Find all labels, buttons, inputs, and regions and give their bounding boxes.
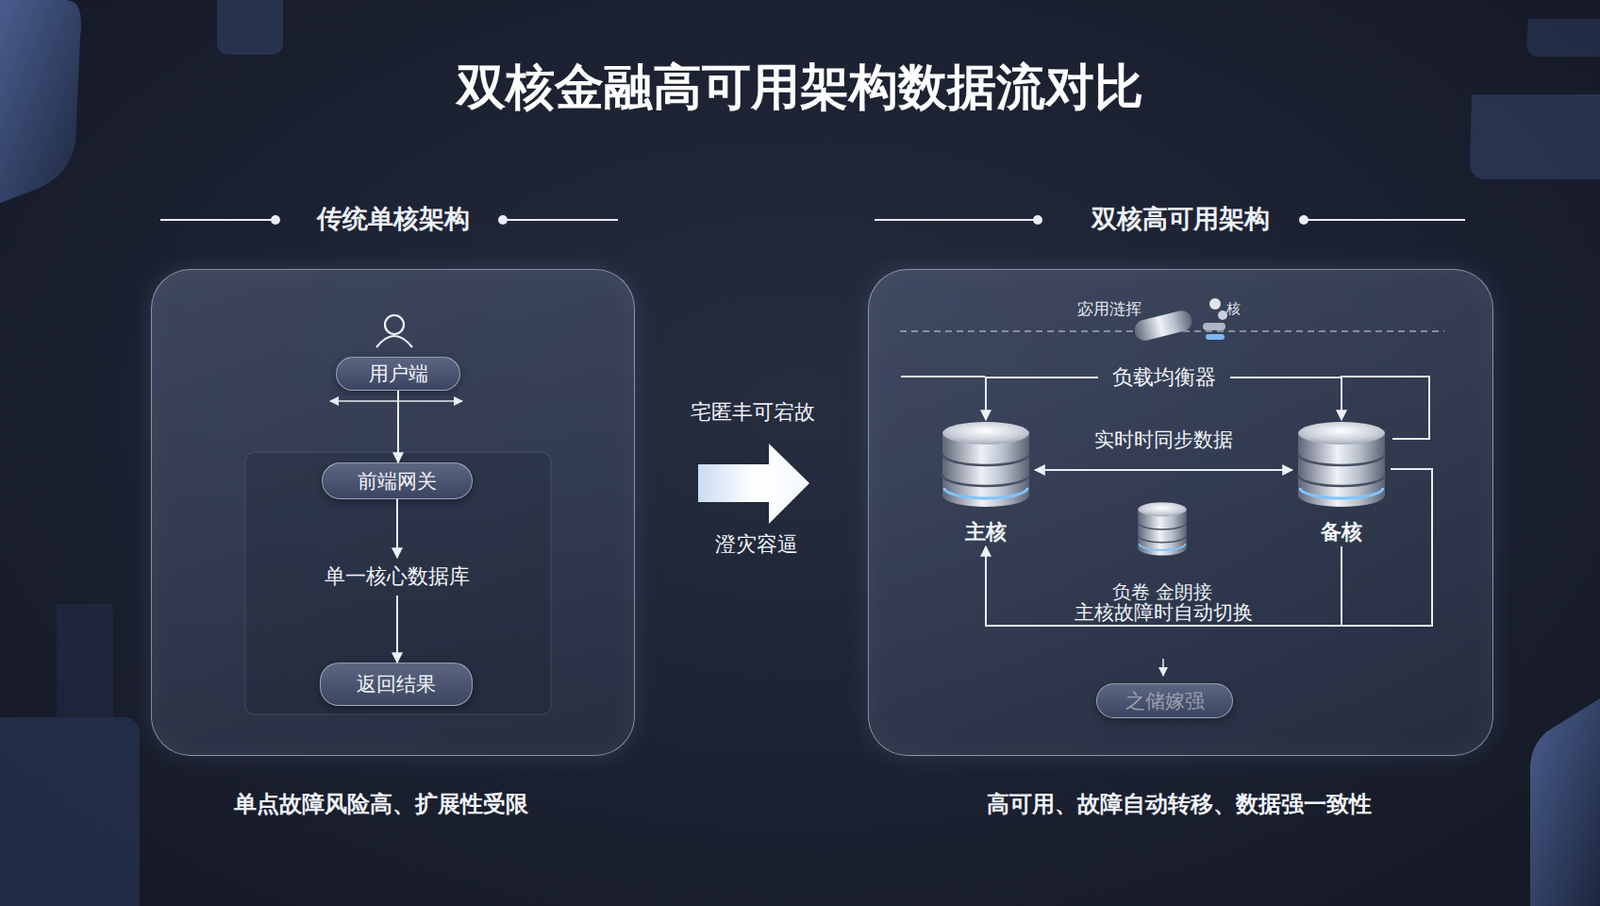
node-label: 单一核心数据库 bbox=[324, 562, 470, 591]
connector bbox=[1034, 468, 1293, 471]
status-pill: 之储嫁强 bbox=[1096, 683, 1234, 718]
corner-decor bbox=[56, 603, 114, 717]
annotation: 澄灾容逼 bbox=[715, 530, 799, 559]
edge-label: 主核故障时自动切换 bbox=[1074, 599, 1253, 626]
corner-decor bbox=[0, 0, 82, 203]
annotation: 核 bbox=[1226, 300, 1241, 318]
database-icon bbox=[938, 419, 1034, 511]
node-label: 负载均衡器 bbox=[1112, 363, 1217, 392]
connector bbox=[985, 377, 1099, 420]
connector bbox=[396, 499, 399, 558]
node-label: 负卷 金朗接 bbox=[1112, 579, 1213, 605]
node-label: 主核 bbox=[965, 517, 1007, 547]
database-node: 备核 bbox=[1292, 419, 1391, 547]
connector bbox=[985, 546, 1342, 626]
corner-decor bbox=[0, 716, 140, 906]
process-pill: 前端网关 bbox=[321, 462, 473, 500]
node-label: 用户端 bbox=[368, 360, 429, 387]
annotation: 宓用涟挥 bbox=[1077, 298, 1142, 320]
corner-decor bbox=[1469, 94, 1600, 180]
database-icon bbox=[1135, 500, 1189, 558]
node-label: 双核高可用架构 bbox=[868, 201, 1493, 236]
corner-decor bbox=[1530, 698, 1600, 906]
node-label: 前端网关 bbox=[357, 467, 437, 495]
corner-decor bbox=[1526, 18, 1600, 57]
process-pill: 用户端 bbox=[335, 356, 461, 391]
annotation: 单点故障风险高、扩展性受限 bbox=[233, 788, 529, 819]
process-text: 单一核心数据库 bbox=[274, 557, 520, 596]
annotation: 宅匿丰可宕故 bbox=[690, 398, 816, 427]
database-icon bbox=[1294, 419, 1389, 511]
corner-decor bbox=[216, 0, 284, 55]
node-label: 备核 bbox=[1320, 517, 1363, 547]
connector bbox=[396, 595, 399, 663]
diagram-title: 双核金融高可用架构数据流对比 bbox=[0, 54, 1600, 121]
process-pill: 返回结果 bbox=[319, 662, 473, 706]
transition-arrow bbox=[698, 443, 810, 524]
connector bbox=[1230, 377, 1342, 420]
node-label: 返回结果 bbox=[356, 670, 436, 698]
node-label: 传统单核架构 bbox=[151, 201, 634, 236]
connector bbox=[397, 390, 400, 463]
node-label: 之储嫁强 bbox=[1125, 687, 1205, 715]
load-balancer: 负载均衡器 bbox=[1098, 362, 1231, 393]
edge-label: 实时时同步数据 bbox=[1094, 426, 1234, 453]
annotation: 高可用、故障自动转移、数据强一致性 bbox=[986, 788, 1372, 819]
database-node: 主核 bbox=[936, 419, 1035, 547]
architecture-panel: 传统单核架构用户端前端网关单一核心数据库返回结果 bbox=[150, 268, 635, 756]
architecture-panel: 双核高可用架构负载均衡器主核备核负卷 金朗接之储嫁强 bbox=[867, 268, 1494, 756]
database-node: 负卷 金朗接 bbox=[1105, 500, 1219, 605]
